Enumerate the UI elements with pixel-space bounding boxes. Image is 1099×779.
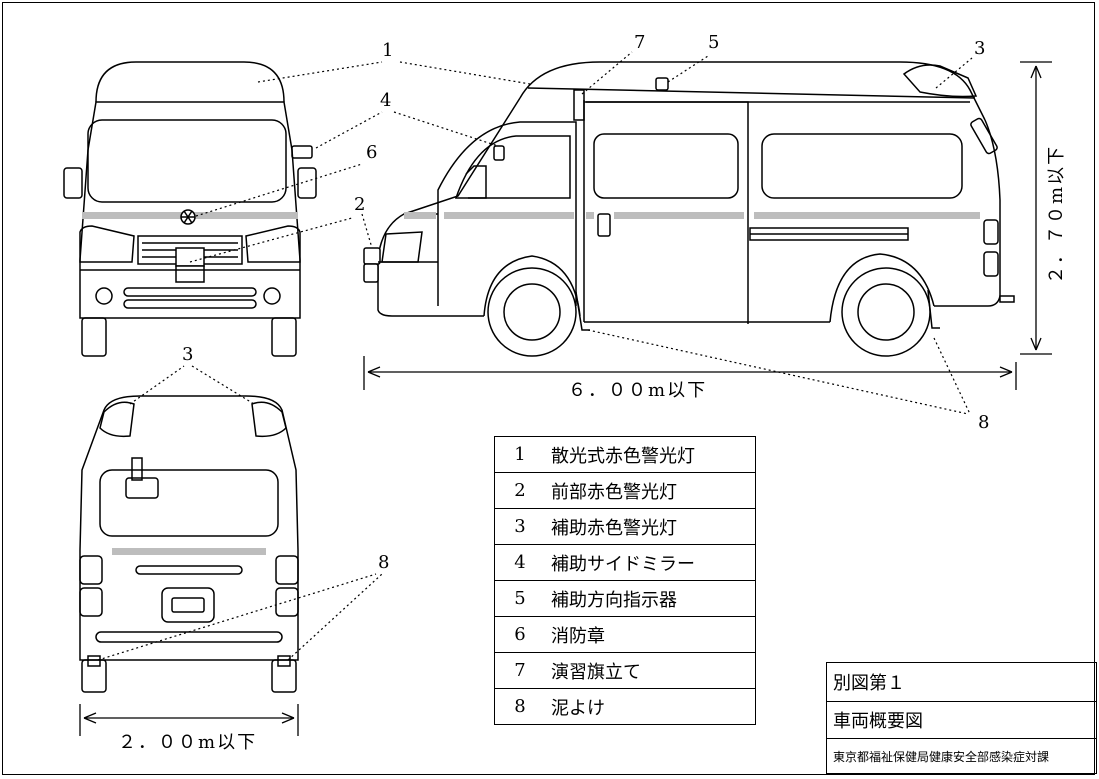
figure-title: 車両概要図	[826, 701, 1097, 739]
legend-label: 散光式赤色警光灯	[545, 436, 756, 473]
callout-6: 6	[366, 142, 377, 163]
side-view	[363, 61, 1015, 357]
legend-label: 演習旗立て	[545, 652, 756, 689]
legend-number: 3	[494, 508, 545, 545]
callout-8-rear: 8	[378, 552, 389, 573]
legend-label: 補助赤色警光灯	[545, 508, 756, 545]
rear-width-dimension: ２．００m以下	[118, 732, 257, 753]
title-block: 別図第１ 車両概要図 東京都福祉保健局健康安全部感染症対課	[826, 662, 1097, 774]
callout-3-side: 3	[974, 38, 985, 59]
legend-label: 補助サイドミラー	[545, 544, 756, 581]
legend-number: 6	[494, 616, 545, 653]
callout-2: 2	[354, 194, 365, 215]
department-name: 東京都福祉保健局健康安全部感染症対課	[826, 738, 1097, 774]
callout-5: 5	[708, 32, 719, 53]
legend-number: 4	[494, 544, 545, 581]
legend-number: 2	[494, 472, 545, 509]
height-dimension: ２．７０m以下	[1046, 145, 1067, 284]
legend-label: 前部赤色警光灯	[545, 472, 756, 509]
legend-number: 5	[494, 580, 545, 617]
rear-view	[79, 395, 299, 693]
callout-8-side: 8	[978, 412, 989, 433]
side-length-dimension: ６．００m以下	[568, 380, 707, 401]
callout-1: 1	[382, 40, 393, 61]
figure-number: 別図第１	[826, 662, 1097, 702]
dimension-lines	[79, 61, 1052, 736]
legend-number: 1	[494, 436, 545, 473]
legend-number: 8	[494, 688, 545, 725]
fire-emblem-icon	[180, 209, 196, 225]
leader-lines	[97, 51, 973, 661]
legend-label: 消防章	[545, 616, 756, 653]
callout-3-rear: 3	[182, 344, 193, 365]
legend-number: 7	[494, 652, 545, 689]
legend-label: 補助方向指示器	[545, 580, 756, 617]
callout-7: 7	[634, 32, 645, 53]
callout-4: 4	[380, 90, 391, 111]
legend-label: 泥よけ	[545, 688, 756, 725]
front-view	[63, 61, 317, 357]
